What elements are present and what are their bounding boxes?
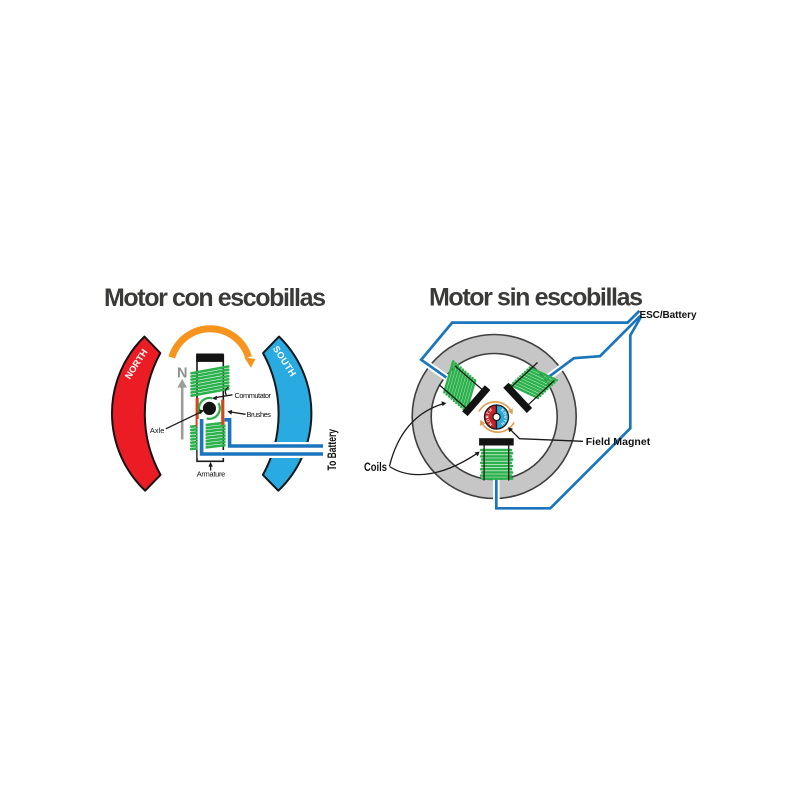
svg-text:To Battery: To Battery bbox=[325, 429, 339, 471]
svg-text:SOUTH: SOUTH bbox=[500, 407, 508, 427]
svg-text:N: N bbox=[177, 366, 187, 382]
svg-text:Brushes: Brushes bbox=[247, 410, 272, 419]
svg-text:Commutator: Commutator bbox=[235, 391, 272, 400]
svg-text:ESC/Battery: ESC/Battery bbox=[640, 310, 697, 321]
svg-text:NORTH: NORTH bbox=[485, 407, 494, 427]
svg-text:Motor sin escobillas: Motor sin escobillas bbox=[429, 284, 643, 312]
svg-text:Field Magnet: Field Magnet bbox=[586, 436, 651, 448]
svg-text:Motor con escobillas: Motor con escobillas bbox=[104, 284, 326, 312]
svg-text:Coils: Coils bbox=[364, 462, 387, 474]
svg-text:Axle: Axle bbox=[150, 426, 165, 435]
svg-text:Armature: Armature bbox=[197, 470, 226, 479]
